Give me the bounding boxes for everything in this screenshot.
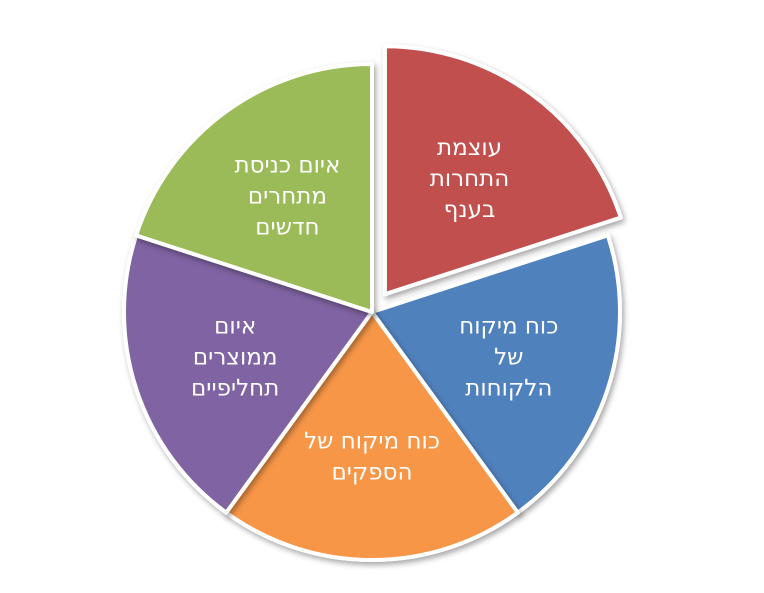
segment-label-line: מתחרים xyxy=(248,184,327,210)
segment-label-line: חדשים xyxy=(255,215,319,241)
segment-label-new-entrants: איום כניסת מתחרים חדשים xyxy=(234,153,340,241)
segment-label-line: כוח מיקוח של xyxy=(304,428,440,454)
pie-segment-new-entrants xyxy=(134,62,374,314)
segment-label-rivalry: עוצמת התחרות בענף xyxy=(430,135,510,223)
segment-label-line: ממוצרים xyxy=(193,344,278,370)
segment-label-suppliers: כוח מיקוח של הספקים xyxy=(304,428,440,485)
segment-label-line: בענף xyxy=(444,197,496,223)
segment-label-line: הלקוחות xyxy=(465,375,552,401)
segment-label-line: איום xyxy=(214,313,256,339)
pie-segment-buyers xyxy=(370,233,622,515)
segment-label-line: התחרות xyxy=(430,166,510,192)
segment-label-line: של xyxy=(494,344,523,370)
pie-segment-substitutes xyxy=(122,233,374,515)
segment-label-substitutes: איום ממוצרים תחליפיים xyxy=(191,313,279,401)
pie-segment-rivalry xyxy=(382,44,623,297)
segment-label-line: כוח מיקוח xyxy=(459,313,558,339)
pie-segment-suppliers xyxy=(224,310,520,562)
segment-label-line: תחליפיים xyxy=(191,375,279,401)
segment-label-line: איום כניסת xyxy=(234,153,340,179)
pie-segments xyxy=(122,44,623,562)
segment-label-line: עוצמת xyxy=(437,135,502,161)
segment-label-buyers: כוח מיקוח של הלקוחות xyxy=(459,313,558,401)
segment-label-line: הספקים xyxy=(331,459,412,485)
